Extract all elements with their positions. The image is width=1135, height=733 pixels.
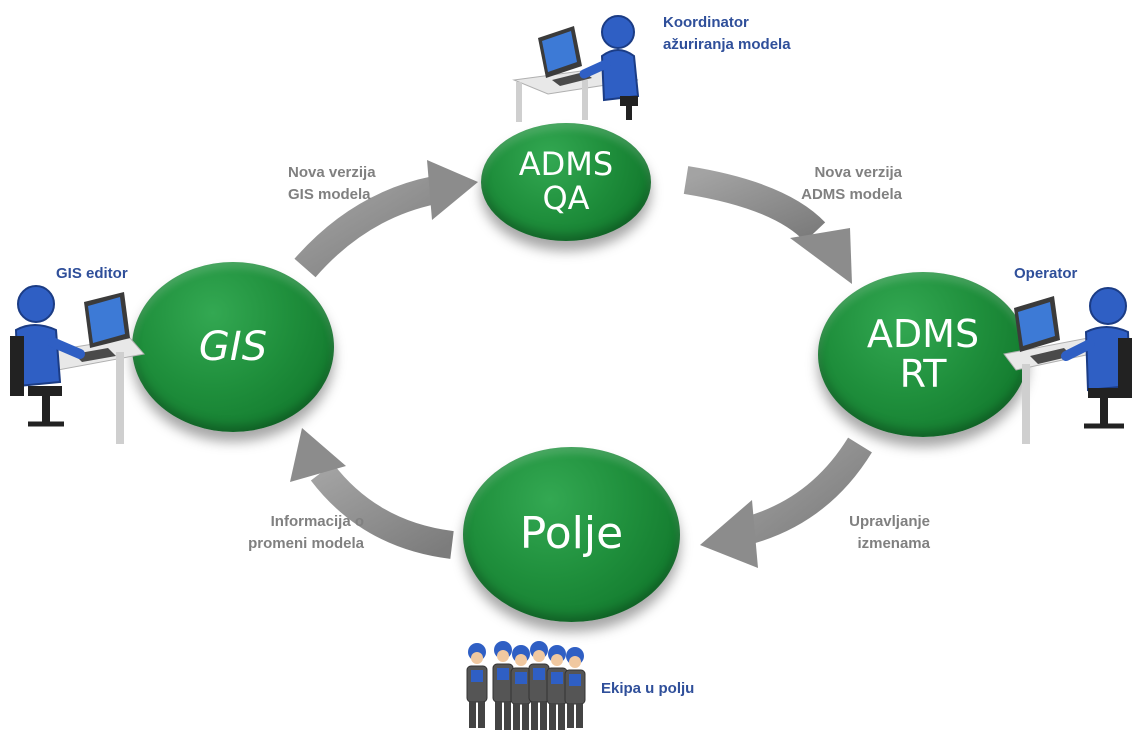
actor-label-gis-editor: GIS editor bbox=[56, 265, 128, 282]
person-at-computer-icon bbox=[512, 15, 640, 122]
node-adms-qa-line1: ADMS bbox=[518, 145, 614, 184]
node-adms-rt-line2: RT bbox=[899, 351, 947, 396]
actor-label-operator: Operator bbox=[1014, 265, 1078, 282]
person-at-computer-icon bbox=[1003, 287, 1132, 444]
arrow-head-qa-to-rt bbox=[790, 228, 852, 284]
edge-label-polje-to-gis: Informacija o promeni modela bbox=[248, 513, 364, 552]
arrow-head-rt-to-polje bbox=[700, 500, 758, 568]
arrow-rt-to-polje bbox=[745, 437, 872, 544]
actor-label-coordinator: Koordinator ažuriranja modela bbox=[663, 14, 791, 53]
arrow-polje-to-gis bbox=[310, 463, 454, 559]
arrow-gis-to-qa bbox=[294, 176, 438, 278]
edge-label-qa-to-rt: Nova verzija ADMS modela bbox=[801, 164, 902, 203]
arrow-qa-to-rt bbox=[683, 166, 826, 243]
node-adms-rt-line1: ADMS bbox=[866, 311, 980, 356]
worker-group-icon bbox=[466, 641, 586, 730]
node-polje-label: Polje bbox=[519, 508, 624, 560]
arrow-head-gis-to-qa bbox=[427, 160, 478, 220]
node-polje: Polje bbox=[463, 447, 680, 622]
edge-label-gis-to-qa: Nova verzija GIS modela bbox=[288, 164, 376, 203]
edge-label-rt-to-polje: Upravljanje izmenama bbox=[849, 513, 930, 552]
node-gis: GIS bbox=[132, 262, 334, 432]
node-adms-qa: ADMS QA bbox=[481, 123, 651, 241]
node-adms-qa-line2: QA bbox=[542, 179, 590, 217]
actor-label-field-crew: Ekipa u polju bbox=[601, 680, 695, 697]
node-adms-rt: ADMS RT bbox=[818, 272, 1028, 437]
person-at-computer-icon bbox=[10, 285, 145, 444]
arrow-head-polje-to-gis bbox=[290, 428, 346, 482]
node-gis-label: GIS bbox=[198, 324, 268, 370]
